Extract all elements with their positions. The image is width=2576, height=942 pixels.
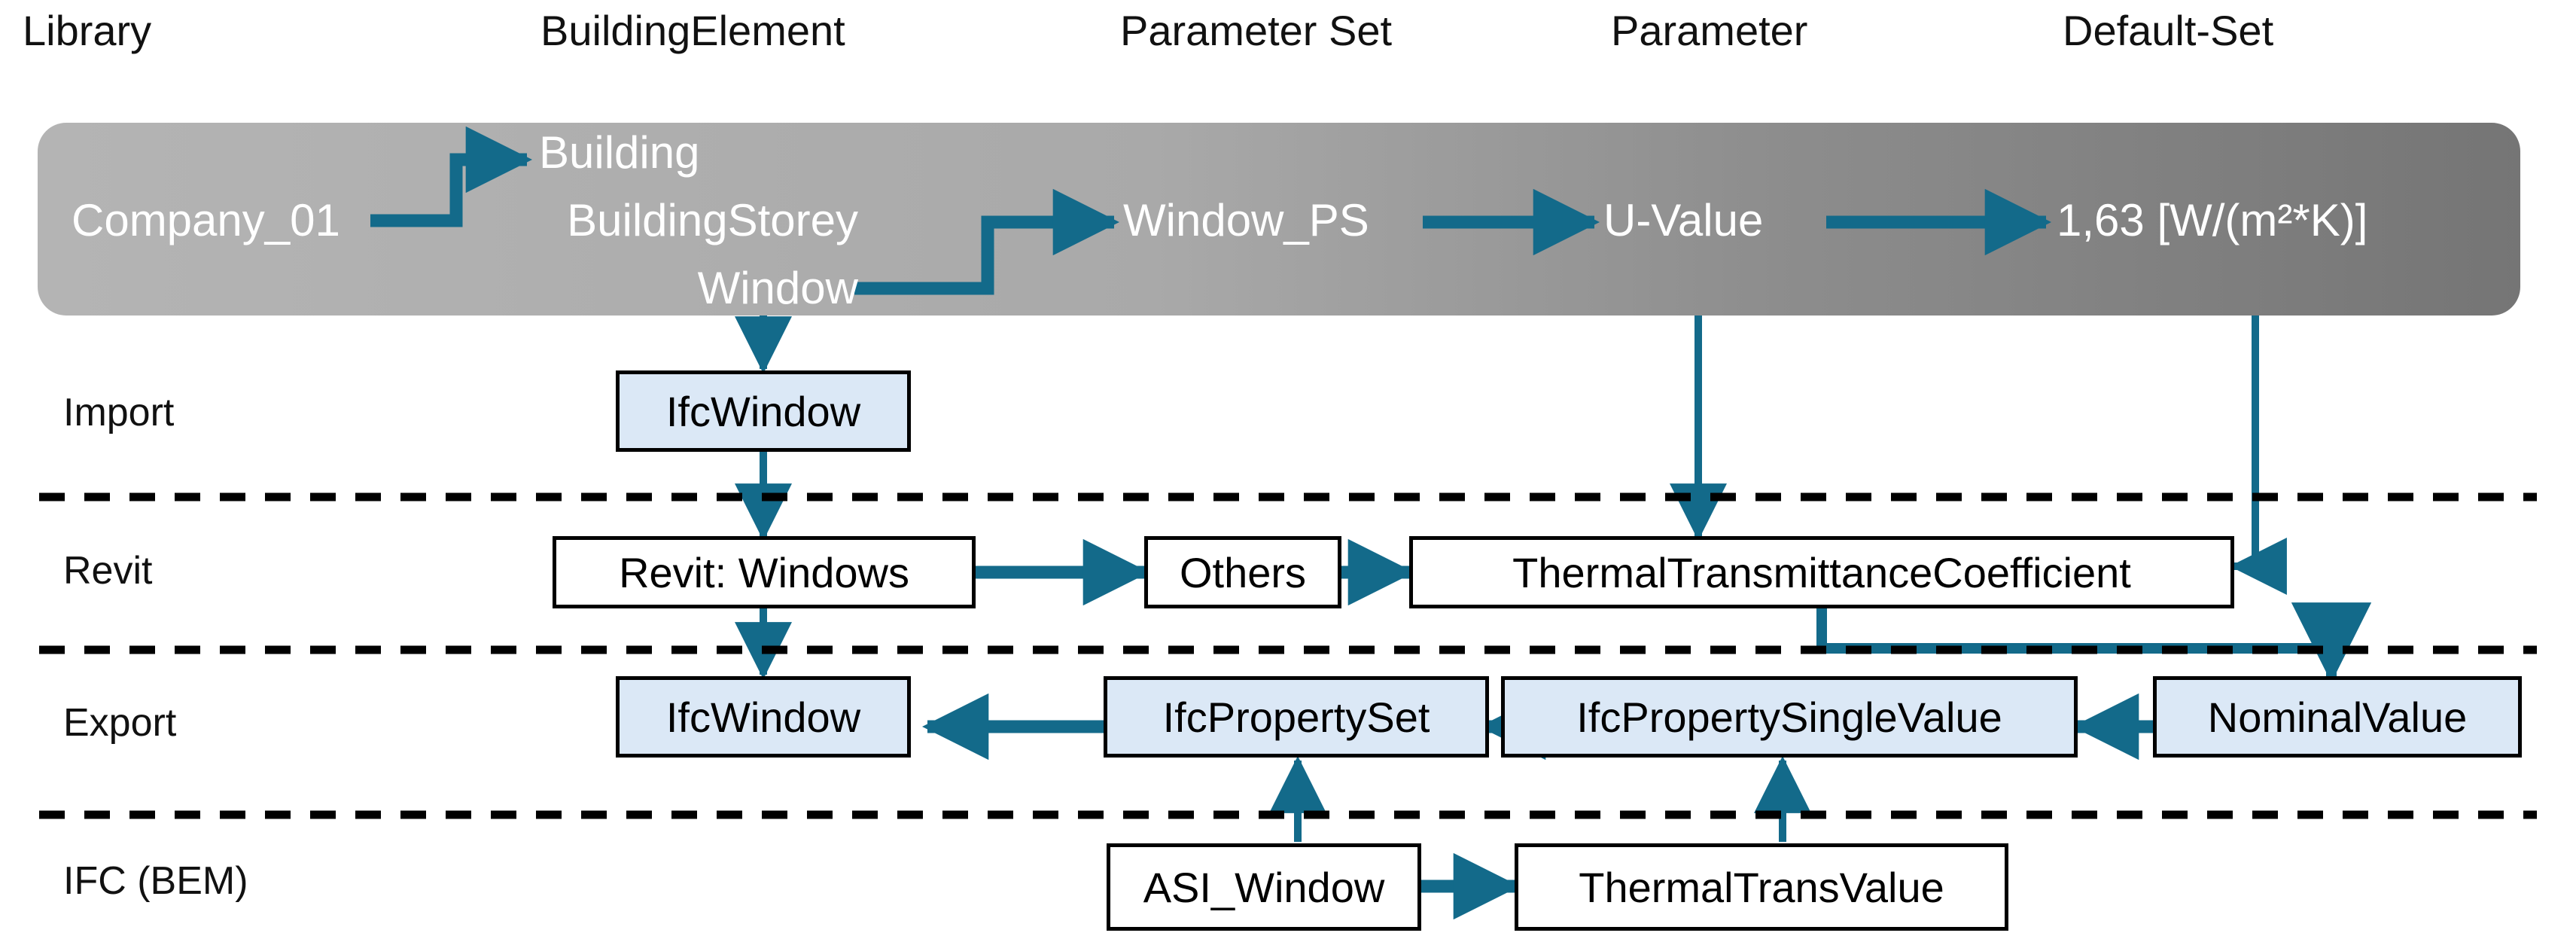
row-label-export: Export <box>63 701 177 745</box>
node-export-ifcwindow[interactable]: IfcWindow <box>616 676 911 758</box>
column-header-building-element: BuildingElement <box>540 7 845 54</box>
node-ifc-asi-window[interactable]: ASI_Window <box>1107 843 1421 931</box>
connector-company-to-building <box>370 126 533 227</box>
column-header-parameter: Parameter <box>1611 7 1808 54</box>
band-building-element-window: Window <box>697 263 858 313</box>
row-label-revit: Revit <box>63 549 153 593</box>
band-parameter-set-label: Window_PS <box>1123 195 1369 245</box>
node-revit-thermal-transmittance-coefficient[interactable]: ThermalTransmittanceCoefficient <box>1409 536 2234 608</box>
connector-window-to-window-ps <box>854 188 1120 295</box>
node-revit-windows[interactable]: Revit: Windows <box>553 536 976 608</box>
column-header-parameter-set: Parameter Set <box>1120 7 1393 54</box>
band-default-set-value: 1,63 [W/(m²*K)] <box>2057 195 2368 245</box>
column-header-default-set: Default-Set <box>2063 7 2274 54</box>
band-building-element-buildingstorey: BuildingStorey <box>567 195 858 245</box>
connector-ttc-to-nominalvalue <box>1816 602 2372 683</box>
connector-default-set-to-ttc <box>2229 316 2287 595</box>
row-label-import: Import <box>63 391 175 434</box>
band-library-label: Company_01 <box>72 195 340 245</box>
node-export-ifcpropertyset[interactable]: IfcPropertySet <box>1104 676 1489 758</box>
node-export-ifcpropertysinglevalue[interactable]: IfcPropertySingleValue <box>1501 676 2078 758</box>
node-export-nominalvalue[interactable]: NominalValue <box>2153 676 2522 758</box>
node-import-ifcwindow[interactable]: IfcWindow <box>616 370 911 452</box>
band-parameter-label: U-Value <box>1603 195 1764 245</box>
row-label-ifc-bem: IFC (BEM) <box>63 859 248 903</box>
library-band <box>38 123 2520 316</box>
node-ifc-thermaltransvalue[interactable]: ThermalTransValue <box>1515 843 2008 931</box>
band-building-element-building: Building <box>539 127 700 178</box>
node-revit-others[interactable]: Others <box>1144 536 1341 608</box>
column-header-library: Library <box>23 7 152 54</box>
